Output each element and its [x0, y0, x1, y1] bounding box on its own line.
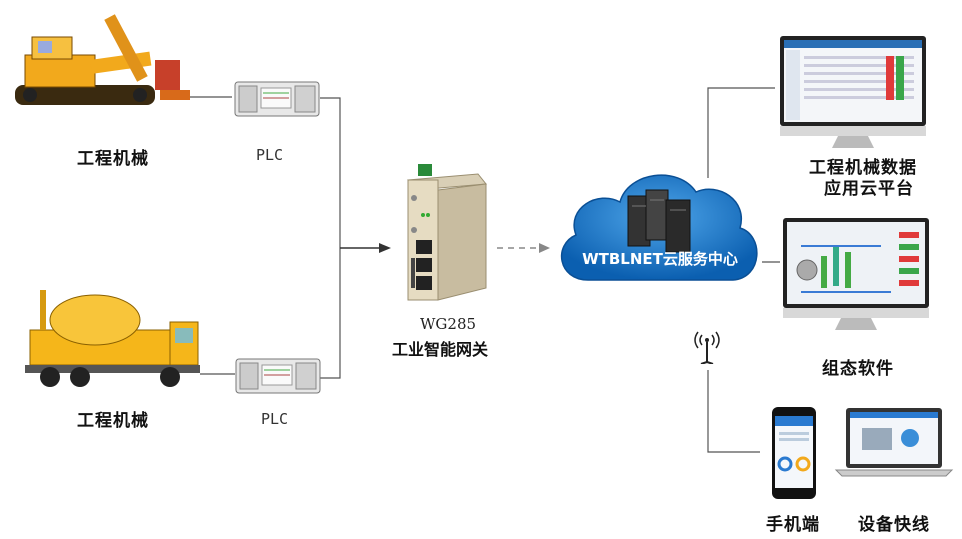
- cloud-label: WTBLNET云服务中心: [582, 250, 738, 268]
- plc-top-label: PLC: [256, 146, 284, 164]
- mobile-label: 手机端: [766, 515, 820, 535]
- server-icon: [627, 189, 691, 253]
- excavator-icon: [15, 14, 190, 105]
- link-cloud-mobile: [707, 370, 760, 453]
- plc-bottom-label: PLC: [261, 410, 289, 428]
- link-plc-top-gateway: [320, 97, 341, 248]
- antenna-icon: [694, 331, 720, 364]
- machine-bottom-label: 工程机械: [77, 411, 149, 431]
- arrow-to-gateway: [379, 243, 391, 253]
- machine-top-label: 工程机械: [77, 149, 149, 169]
- platform-label-line2: 应用云平台: [824, 179, 914, 199]
- gateway-name: 工业智能网关: [392, 340, 489, 359]
- arrow-to-cloud: [539, 243, 550, 253]
- scada-monitor-icon: [783, 218, 929, 330]
- platform-label-line1: 工程机械数据: [809, 158, 917, 178]
- mixer-truck-icon: [25, 290, 200, 387]
- laptop-label: 设备快线: [858, 515, 930, 535]
- laptop-icon: [834, 408, 954, 477]
- link-plc-bottom-gateway: [320, 248, 341, 379]
- router-icon: [407, 164, 487, 301]
- plc-module-icon-bottom: [235, 358, 321, 394]
- phone-icon: [772, 407, 816, 499]
- link-cloud-platform: [707, 87, 775, 178]
- cloud-icon: [560, 174, 758, 281]
- plc-module-icon: [234, 81, 320, 117]
- scada-label: 组态软件: [822, 359, 894, 379]
- gateway-model: WG285: [420, 315, 477, 333]
- monitor-icon: [780, 36, 926, 148]
